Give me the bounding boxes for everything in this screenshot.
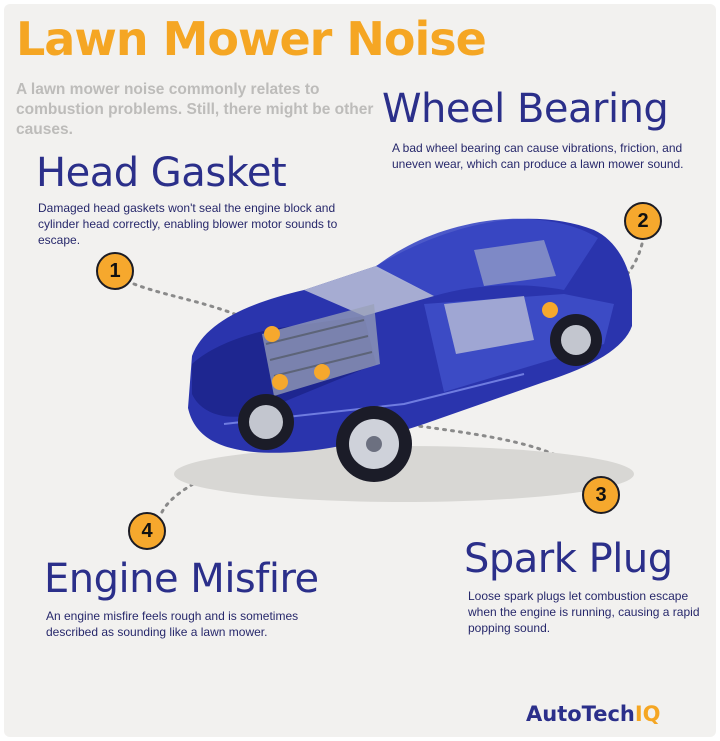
cause-2-badge: 2 <box>624 202 662 240</box>
logo-accent-text: IQ <box>634 702 661 726</box>
cause-2-heading: Wheel Bearing <box>382 86 669 132</box>
cause-1-badge: 1 <box>96 252 134 290</box>
point-engine-misfire <box>272 374 288 390</box>
subtitle: A lawn mower noise commonly relates to c… <box>16 81 374 138</box>
page-title: Lawn Mower Noise <box>16 12 487 66</box>
point-spark-plug <box>314 364 330 380</box>
car-wheels <box>238 314 602 482</box>
car-cutaway-illustration <box>132 218 644 514</box>
car-shadow <box>174 446 634 502</box>
cause-4-badge: 4 <box>128 512 166 550</box>
cause-4-description: An engine misfire feels rough and is som… <box>46 609 299 639</box>
connector-3 <box>402 422 588 484</box>
highlight-points <box>264 302 558 390</box>
point-head-gasket <box>264 326 280 342</box>
car-body <box>188 218 632 453</box>
cause-3-heading: Spark Plug <box>464 536 673 582</box>
cause-1-description: Damaged head gaskets won't seal the engi… <box>38 201 338 247</box>
logo-main-text: AutoTech <box>526 702 635 726</box>
cause-4-heading: Engine Misfire <box>44 556 319 602</box>
infographic-card: Lawn Mower Noise A lawn mower noise comm… <box>4 4 716 737</box>
cause-3-badge: 3 <box>582 476 620 514</box>
cause-2-description: A bad wheel bearing can cause vibrations… <box>392 141 684 171</box>
autotechiq-logo: AutoTechIQ <box>526 702 661 726</box>
cause-3-description: Loose spark plugs let combustion escape … <box>468 589 700 635</box>
cause-1-heading: Head Gasket <box>36 150 287 196</box>
point-wheel-bearing <box>542 302 558 318</box>
